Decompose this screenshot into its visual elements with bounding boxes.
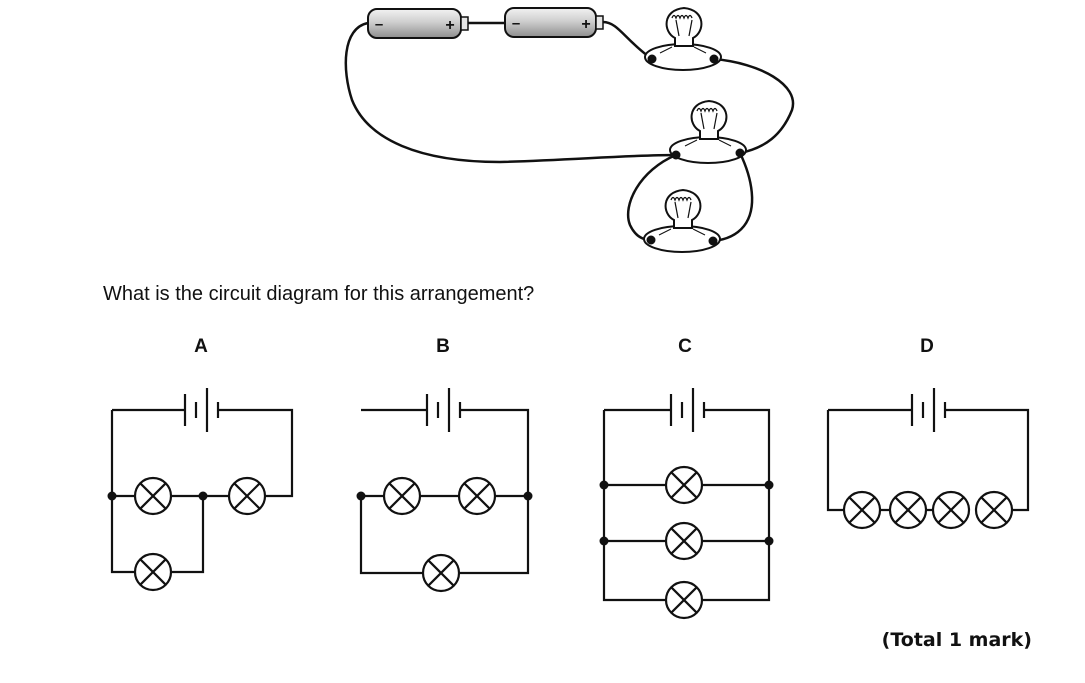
junction-dot <box>764 536 774 546</box>
cell-2-negative-sign: – <box>512 15 520 32</box>
circuit-option-b <box>356 388 533 593</box>
cell-1-positive-sign: + <box>445 17 454 34</box>
lamp-top <box>644 6 722 71</box>
pictorial-circuit <box>344 20 795 243</box>
lamp-symbol <box>457 476 497 516</box>
junction-dot <box>198 491 208 501</box>
lamp-symbol <box>227 476 267 516</box>
cell-1: – + <box>367 8 469 39</box>
cell-2-positive-sign: + <box>581 16 590 33</box>
lamp-symbol <box>842 490 882 530</box>
circuit-option-d <box>826 388 1030 530</box>
cell-1-negative-sign: – <box>375 16 383 33</box>
cell-2: – + <box>504 7 604 38</box>
lamp-symbol <box>382 476 422 516</box>
option-d-label[interactable]: D <box>920 336 934 357</box>
lamp-symbol <box>974 490 1014 530</box>
lamp-symbol <box>664 580 704 620</box>
junction-dot <box>764 480 774 490</box>
lamp-symbol <box>421 553 461 593</box>
lamp-symbol <box>664 521 704 561</box>
circuit-option-a <box>107 388 294 592</box>
option-a-label[interactable]: A <box>194 336 208 357</box>
lamp-symbol <box>133 552 173 592</box>
lamp-bottom <box>643 188 721 253</box>
junction-dot <box>599 480 609 490</box>
lamp-middle <box>669 99 747 164</box>
junction-dot <box>107 491 117 501</box>
lamp-symbol <box>133 476 173 516</box>
wire-top-lamp-to-middle-lamp <box>713 57 795 155</box>
total-mark: (Total 1 mark) <box>881 629 1032 651</box>
junction-dot <box>599 536 609 546</box>
junction-dot <box>356 491 366 501</box>
junction-dot <box>523 491 533 501</box>
question-prompt: What is the circuit diagram for this arr… <box>103 283 535 305</box>
circuit-option-c <box>599 388 774 620</box>
option-c-label[interactable]: C <box>678 336 692 357</box>
lamp-symbol <box>931 490 971 530</box>
wire-cell-to-top-lamp <box>602 20 653 61</box>
lamp-symbol <box>888 490 928 530</box>
wire-battery-to-lower-junction <box>344 21 677 164</box>
option-b-label[interactable]: B <box>436 336 450 357</box>
lamp-symbol <box>664 465 704 505</box>
wire-middle-to-bottom-right <box>712 152 754 243</box>
